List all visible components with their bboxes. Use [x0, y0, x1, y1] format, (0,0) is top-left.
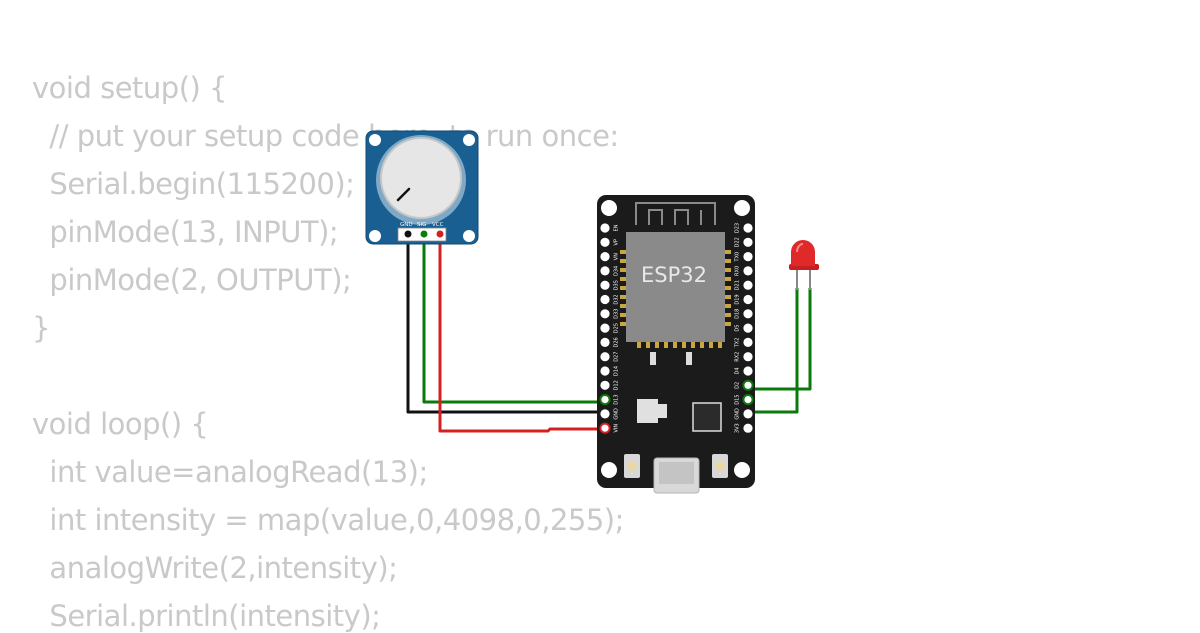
pin-d13[interactable]: [599, 394, 611, 406]
potentiometer-knob[interactable]: [380, 137, 462, 219]
potentiometer[interactable]: GND SIG VCC: [365, 130, 479, 245]
pin-label: D5: [735, 325, 741, 332]
code-line: Serial.begin(115200);: [32, 167, 355, 201]
pin-d5[interactable]: [743, 323, 753, 333]
code-line: pinMode(2, OUTPUT);: [32, 263, 352, 297]
pin-d21[interactable]: [743, 280, 753, 290]
wire-led-anode-green[interactable]: [748, 288, 812, 391]
pin-d27[interactable]: [600, 352, 610, 362]
wire-gnd-black[interactable]: [406, 234, 605, 414]
pin-label: TX0: [735, 252, 741, 263]
pin-vp[interactable]: [600, 237, 610, 247]
pin-label: RX2: [735, 352, 741, 362]
code-line: Serial.println(intensity);: [32, 599, 381, 633]
code-line: pinMode(13, INPUT);: [32, 215, 339, 249]
pin-label: EN: [614, 224, 620, 231]
pot-pin-sig[interactable]: [420, 230, 428, 238]
pin-label: VP: [614, 239, 620, 245]
pin-label: D25: [614, 323, 620, 333]
pot-pin-label: SIG: [417, 222, 426, 228]
wires: [406, 234, 812, 433]
pin-label: D18: [735, 309, 741, 319]
pin-gnd[interactable]: [600, 409, 610, 419]
pin-tx2[interactable]: [743, 337, 753, 347]
pin-label: VN: [614, 253, 620, 260]
code-line: void loop() {: [32, 407, 209, 441]
pin-label: RX0: [735, 266, 741, 276]
code-line: void setup() {: [32, 71, 228, 105]
pin-d12[interactable]: [600, 380, 610, 390]
pot-pin-gnd[interactable]: [404, 230, 412, 238]
pin-3v3[interactable]: [743, 423, 753, 433]
pin-label: D19: [735, 294, 741, 304]
smd-component: [650, 352, 656, 365]
code-line: int intensity = map(value,0,4098,0,255);: [32, 503, 624, 537]
pin-d33[interactable]: [600, 309, 610, 319]
pin-label: D34: [614, 266, 620, 276]
pin-d32[interactable]: [600, 294, 610, 305]
pin-label: 3V3: [735, 423, 741, 433]
pin-gnd[interactable]: [743, 409, 753, 419]
voltage-regulator: [637, 399, 658, 423]
pin-d2[interactable]: [742, 379, 754, 391]
pin-d23[interactable]: [743, 223, 753, 233]
esp32-chip: [626, 232, 725, 342]
pin-rx0[interactable]: [743, 266, 753, 276]
pin-d26[interactable]: [600, 337, 610, 347]
pin-label: D13: [614, 394, 620, 404]
wire-sig-green[interactable]: [422, 234, 605, 404]
pin-label: GND: [735, 408, 741, 420]
pot-pin-vcc[interactable]: [436, 230, 444, 238]
pin-d19[interactable]: [743, 294, 753, 305]
pin-d18[interactable]: [743, 309, 753, 319]
pin-label: D2: [735, 382, 741, 389]
code-line: analogWrite(2,intensity);: [32, 551, 398, 585]
pin-en[interactable]: [600, 223, 610, 233]
chip-label: ESP32: [641, 263, 707, 287]
pin-label: D12: [614, 380, 620, 390]
esp32-board[interactable]: ESP32 ENVPVND34D35D32D33D25D26D27D14D12D…: [597, 195, 755, 494]
pin-label: GND: [614, 408, 620, 420]
pin-vn[interactable]: [600, 252, 610, 262]
pin-label: D4: [735, 367, 741, 374]
pin-label: TX2: [735, 338, 741, 349]
wire-vcc-red[interactable]: [438, 234, 605, 433]
red-led[interactable]: [789, 240, 819, 290]
pin-label: D26: [614, 337, 620, 347]
pin-label: VIN: [614, 424, 620, 433]
pot-pin-label: VCC: [432, 222, 444, 228]
pin-d34[interactable]: [600, 266, 610, 276]
pin-vin[interactable]: [599, 422, 611, 434]
pin-label: D21: [735, 280, 741, 290]
pot-pin-label: GND: [400, 222, 413, 228]
pin-d15[interactable]: [742, 394, 754, 406]
pin-label: D14: [614, 366, 620, 376]
usb-uart-chip: [692, 402, 722, 432]
pin-rx2[interactable]: [743, 352, 753, 362]
pin-d22[interactable]: [743, 237, 753, 247]
code-line: }: [32, 311, 50, 345]
code-line: int value=analogRead(13);: [32, 455, 428, 489]
wire-led-cathode-green[interactable]: [748, 288, 799, 414]
pin-d35[interactable]: [600, 280, 610, 290]
pin-d25[interactable]: [600, 323, 610, 333]
pin-tx0[interactable]: [743, 252, 753, 262]
pin-label: D32: [614, 294, 620, 304]
pin-label: D23: [735, 223, 741, 233]
pin-d4[interactable]: [743, 366, 753, 376]
pin-label: D35: [614, 280, 620, 290]
pin-label: D22: [735, 237, 741, 247]
pin-label: D15: [735, 394, 741, 404]
chip-pads: [620, 250, 731, 348]
pin-label: D27: [614, 352, 620, 362]
pin-label: D33: [614, 309, 620, 319]
smd-component: [686, 352, 692, 365]
pin-d14[interactable]: [600, 366, 610, 376]
